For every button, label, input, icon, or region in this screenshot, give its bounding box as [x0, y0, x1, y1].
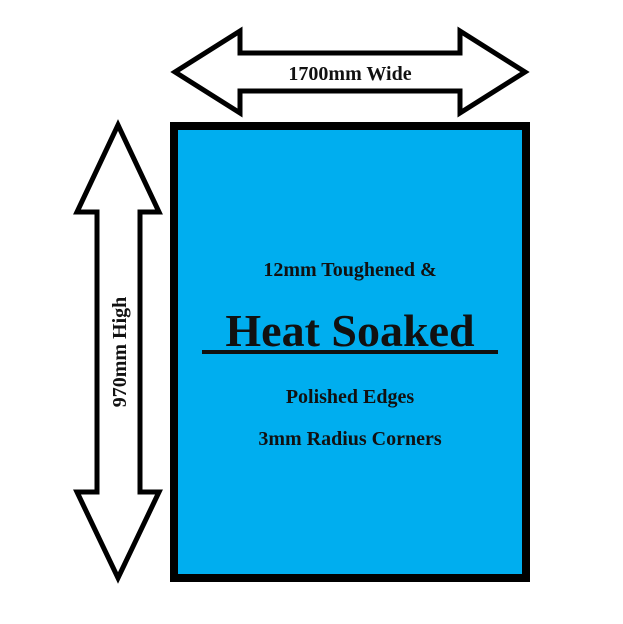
panel-line-corners: 3mm Radius Corners — [258, 428, 442, 450]
panel-title: Heat Soaked — [225, 305, 475, 356]
panel-line-toughened: 12mm Toughened & — [263, 259, 436, 281]
width-label: 1700mm Wide — [288, 63, 411, 85]
height-arrow — [73, 119, 163, 584]
height-label: 970mm High — [109, 297, 131, 408]
title-underline — [202, 350, 498, 354]
width-arrow — [170, 26, 530, 118]
panel-line-edges: Polished Edges — [286, 386, 415, 408]
